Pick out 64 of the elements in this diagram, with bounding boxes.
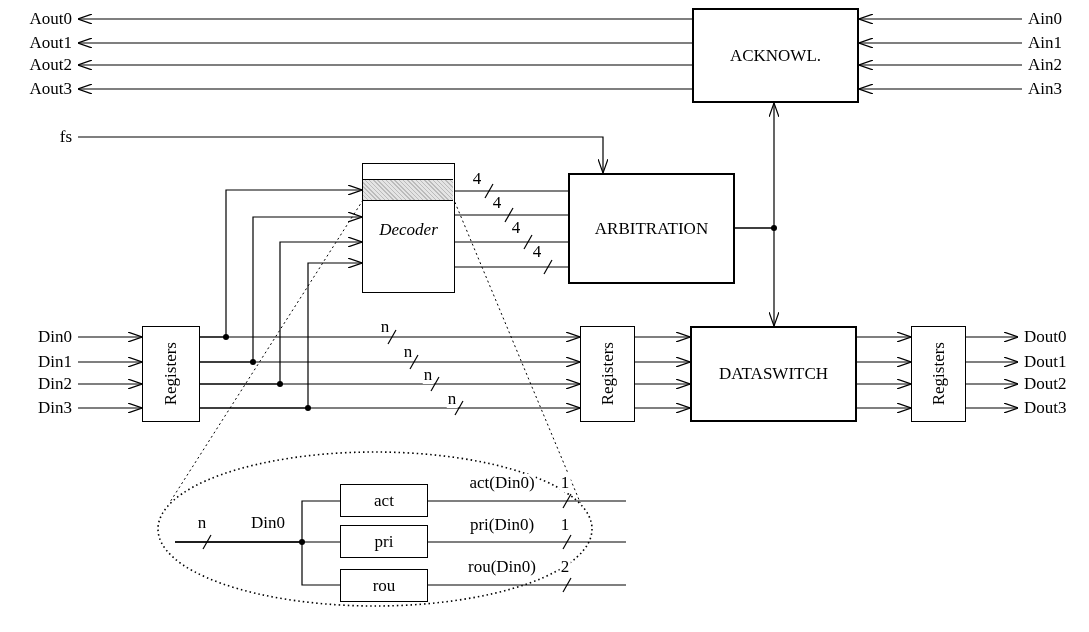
arrow xyxy=(858,59,1023,71)
arrow xyxy=(77,37,693,49)
arrow xyxy=(77,59,693,71)
arrow xyxy=(856,331,912,343)
arrow xyxy=(965,356,1019,368)
arrow xyxy=(199,211,363,363)
block-label: Registers xyxy=(597,342,618,406)
signal-line xyxy=(454,241,569,243)
arrow xyxy=(858,83,1023,95)
block-label: Registers xyxy=(161,342,181,406)
block-label: act xyxy=(374,490,394,511)
zoom-ellipse xyxy=(157,451,593,607)
block-label: ARBITRATION xyxy=(594,218,709,239)
block-label: pri xyxy=(374,531,394,552)
arrow xyxy=(77,13,693,25)
arrow xyxy=(199,236,363,385)
block-box xyxy=(568,173,735,284)
register-box xyxy=(580,326,635,422)
block-label: Decoder xyxy=(379,220,438,240)
arrow xyxy=(199,257,363,409)
block-label: rou xyxy=(372,575,396,596)
function-box xyxy=(340,484,428,517)
shaded-band xyxy=(363,179,453,201)
edge-label: act(Din0) xyxy=(468,474,536,492)
edge-label: rou(Din0) xyxy=(467,558,537,576)
arrow xyxy=(734,227,780,327)
arrow xyxy=(77,378,143,390)
arrow xyxy=(965,331,1019,343)
register-box xyxy=(142,326,200,422)
signal-line xyxy=(174,541,341,586)
arrow xyxy=(634,331,691,343)
arrow xyxy=(856,356,912,368)
function-box xyxy=(340,525,428,558)
arrow xyxy=(77,402,143,414)
arrow xyxy=(77,136,609,174)
arrow xyxy=(634,402,691,414)
signal-line xyxy=(427,584,627,586)
block-label: Registers xyxy=(928,342,949,406)
block-box xyxy=(690,326,857,422)
arrow xyxy=(965,378,1019,390)
arrow xyxy=(77,83,693,95)
edge-label: pri(Din0) xyxy=(468,516,536,534)
block-box xyxy=(362,163,455,293)
bus-width-label: 1 xyxy=(559,474,571,492)
signal-line xyxy=(427,500,627,502)
arrow xyxy=(858,37,1023,49)
arrow xyxy=(634,356,691,368)
arrow xyxy=(77,356,143,368)
arrow xyxy=(199,184,363,338)
signal-line xyxy=(454,190,569,192)
block-box xyxy=(692,8,859,103)
function-box xyxy=(340,569,428,602)
arrow xyxy=(634,378,691,390)
arrow xyxy=(77,331,143,343)
signal-line xyxy=(427,541,627,543)
signal-line xyxy=(454,214,569,216)
arrow xyxy=(856,378,912,390)
arrow xyxy=(856,402,912,414)
block-label: ACKNOWL. xyxy=(729,45,822,66)
block-label: DATASWITCH xyxy=(718,364,829,384)
arrow xyxy=(858,13,1023,25)
signal-line xyxy=(454,266,569,268)
arrow xyxy=(965,402,1019,414)
register-box xyxy=(911,326,966,422)
